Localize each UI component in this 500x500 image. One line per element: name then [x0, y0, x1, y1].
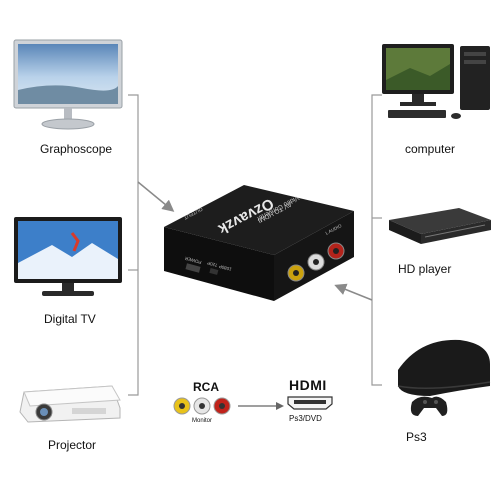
- device-label-computer: computer: [405, 142, 456, 156]
- device-label-graphoscope: Graphoscope: [40, 142, 113, 156]
- hdmi-label: HDMI: [289, 377, 327, 393]
- device-label-projector: Projector: [48, 438, 97, 452]
- game-console-icon: [397, 339, 491, 416]
- converter-port-power: POWER: [184, 256, 202, 265]
- device-label-digital-tv: Digital TV: [44, 312, 96, 326]
- converter-format-a: 720P: [207, 260, 218, 268]
- hd-player-icon: [389, 208, 491, 244]
- arrow-right-icon: [238, 402, 284, 410]
- rca-connectors-icon: [173, 397, 231, 415]
- av-to-hdmi-converter: Ozvavzk AV TO HDMI Video Converter OUTPU…: [164, 185, 354, 301]
- hdmi-sub-label: Ps3/DVD: [289, 414, 322, 423]
- monitor-label: Monitor: [192, 418, 213, 424]
- tv-icon: [14, 217, 122, 296]
- device-label-hd-player: HD player: [398, 262, 452, 276]
- rca-jacks: [287, 242, 345, 282]
- desktop-computer-icon: [382, 44, 490, 119]
- monitor-icon: [13, 39, 123, 130]
- hdmi-port-icon: [287, 396, 333, 410]
- device-label-ps3: Ps3: [406, 430, 427, 444]
- converter-format-b: 1080P: [218, 264, 232, 272]
- rca-label: RCA: [193, 380, 219, 394]
- projector-icon: [19, 385, 121, 423]
